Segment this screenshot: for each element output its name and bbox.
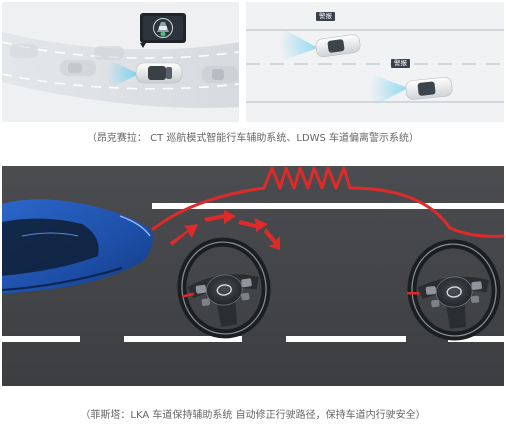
warning-badge: 警报 bbox=[391, 59, 410, 68]
cruise-control-illustration bbox=[2, 13, 239, 108]
main-car bbox=[135, 62, 183, 84]
cruise-control-display-icon bbox=[140, 13, 186, 48]
lka-scene bbox=[2, 166, 504, 386]
blue-car bbox=[2, 199, 153, 294]
correction-arrows bbox=[170, 210, 280, 250]
drifting-car-upper bbox=[315, 34, 361, 58]
caption-top: （昂克赛拉： CT 巡航模式智能行车辅助系统、LDWS 车道偏离警示系统） bbox=[86, 133, 420, 144]
ldws-illustration bbox=[246, 28, 504, 106]
background-car bbox=[94, 46, 124, 60]
lane-line-top bbox=[152, 203, 504, 209]
cruise-control-scene bbox=[2, 2, 239, 122]
background-car bbox=[10, 44, 38, 58]
ldws-scene: 警报 警报 bbox=[246, 2, 504, 122]
warning-badge: 警报 bbox=[316, 12, 335, 21]
drifting-car-lower bbox=[405, 76, 453, 100]
lane-assist-path bbox=[151, 166, 504, 238]
lka-illustration bbox=[2, 166, 504, 386]
radar-wave bbox=[106, 60, 139, 88]
background-car bbox=[202, 66, 238, 83]
lane-line-bottom bbox=[2, 336, 504, 342]
background-car bbox=[60, 60, 96, 76]
caption-bottom: （菲斯塔：LKA 车道保持辅助系统 自动修正行驶路径，保持车道内行驶安全） bbox=[80, 410, 426, 421]
